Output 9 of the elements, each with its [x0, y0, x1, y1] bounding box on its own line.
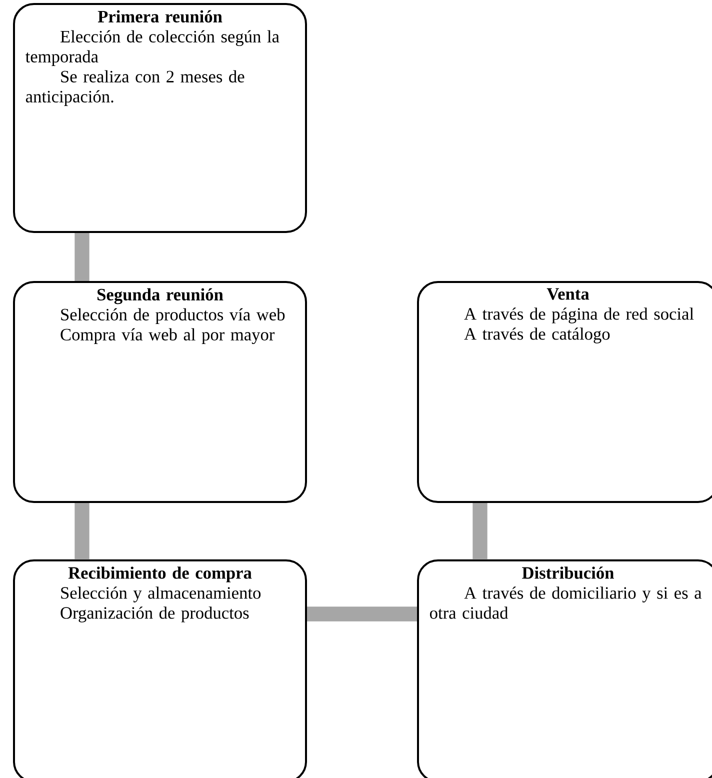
process-box: Recibimiento de compra Selección y almacenamiento Organización de productos — [13, 559, 307, 778]
process-box: Venta A través de página de red social A través de catálogo — [417, 281, 712, 503]
connector-bar — [472, 503, 488, 560]
process-box: Segunda reunión Selección de productos vía web Compra vía web al por mayor — [13, 281, 307, 503]
process-box: Primera reunión Elección de colección según la temporada Se realiza con 2 meses de anticipación. — [13, 3, 307, 233]
process-box: Distribución A través de domiciliario y si es a otra ciudad — [417, 559, 712, 778]
connector-bar — [307, 606, 417, 622]
connector-bar — [74, 233, 90, 281]
connector-bar — [74, 503, 90, 560]
